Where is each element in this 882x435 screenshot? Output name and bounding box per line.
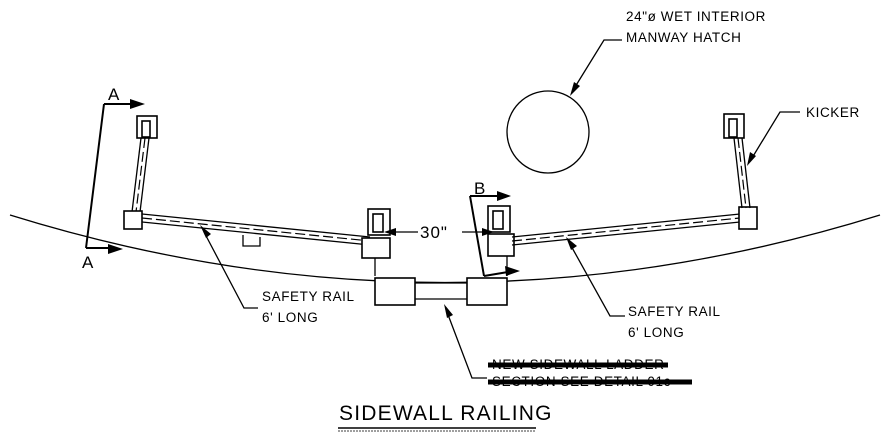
safety-rail-right-label-line2: 6' LONG bbox=[628, 325, 684, 340]
manway-leader bbox=[574, 39, 622, 88]
kicker-leader bbox=[751, 111, 800, 159]
manway-label-line1: 24"ø WET INTERIOR bbox=[626, 9, 766, 24]
section-a-bottom-label: A bbox=[82, 253, 94, 272]
section-a-marker: A A bbox=[82, 85, 145, 272]
safety-rail-left-arrow bbox=[200, 225, 211, 238]
dimension-label: 30" bbox=[420, 223, 448, 242]
drawing-title: SIDEWALL RAILING bbox=[339, 402, 553, 425]
safety-rail-left-label-line2: 6' LONG bbox=[262, 310, 318, 325]
left-railing bbox=[123, 115, 391, 259]
sidewall-ladder bbox=[374, 256, 508, 306]
manway-hatch-circle bbox=[506, 90, 590, 174]
ladder-leader-arrow bbox=[444, 304, 453, 318]
section-a-top-label: A bbox=[108, 85, 120, 104]
kicker-label: KICKER bbox=[806, 105, 860, 120]
dimension-30-in: 30" bbox=[384, 223, 494, 242]
safety-rail-right-label-line1: SAFETY RAIL bbox=[628, 304, 721, 319]
safety-rail-right-leader bbox=[569, 243, 625, 317]
right-railing bbox=[487, 113, 758, 257]
safety-rail-right-arrow bbox=[566, 237, 577, 250]
safety-rail-left-label-line1: SAFETY RAIL bbox=[262, 289, 355, 304]
section-b-top-label: B bbox=[474, 179, 486, 198]
safety-rail-left-leader bbox=[203, 231, 258, 309]
manway-label-line2: MANWAY HATCH bbox=[626, 30, 741, 45]
manway-leader-arrow bbox=[570, 82, 580, 96]
ladder-leader bbox=[446, 311, 487, 379]
kicker-leader-arrow bbox=[747, 152, 756, 166]
